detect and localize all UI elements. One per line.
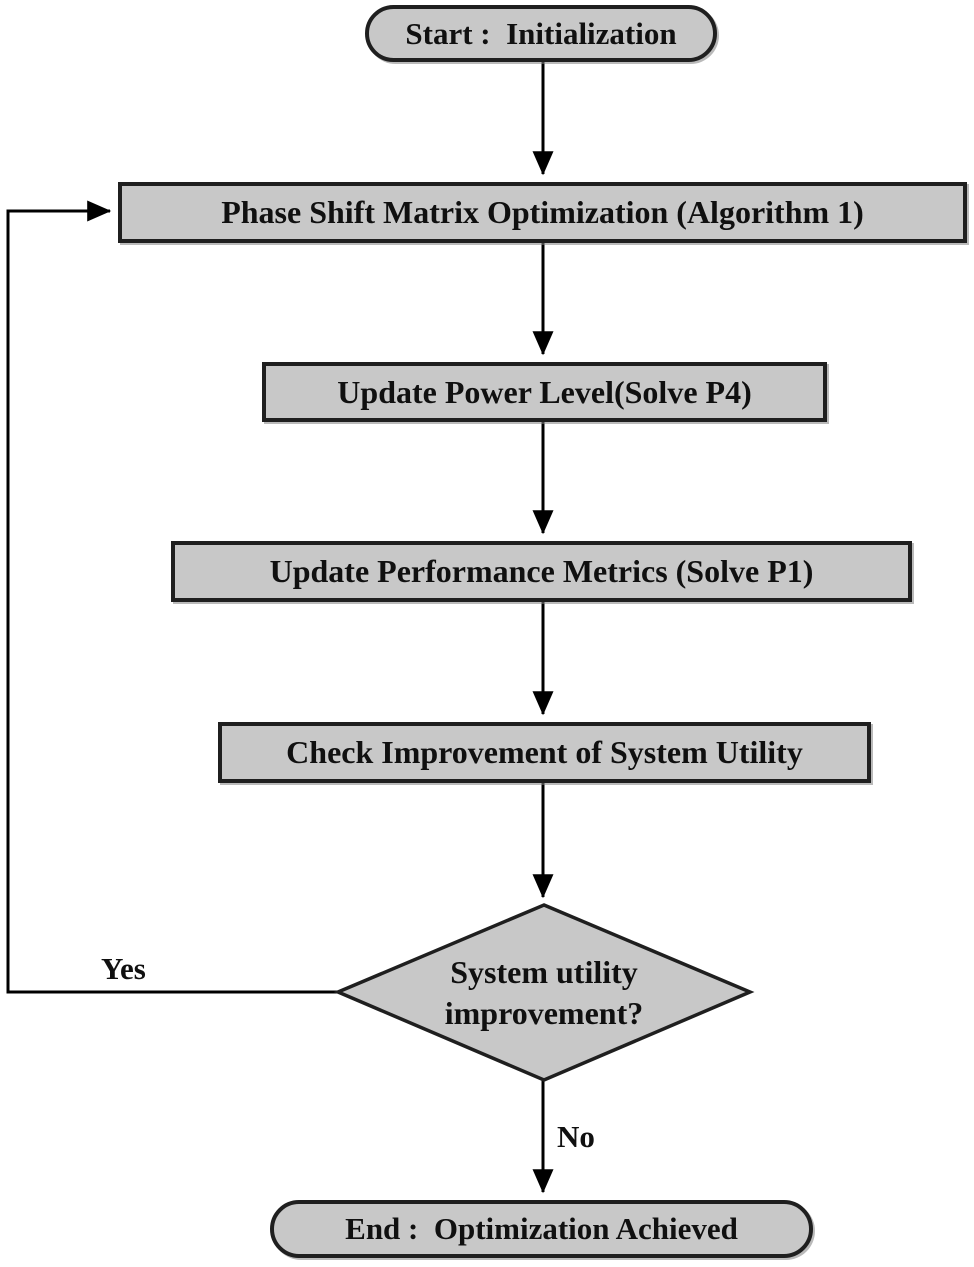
node-update-performance-metrics: Update Performance Metrics (Solve P1) bbox=[171, 541, 912, 602]
arrow-decision-to-phase-shift-yes bbox=[6, 200, 338, 994]
node-phase-shift-optimization: Phase Shift Matrix Optimization (Algorit… bbox=[118, 182, 967, 243]
node-decision-label-line1: System utility bbox=[450, 953, 638, 990]
node-update-performance-metrics-label: Update Performance Metrics (Solve P1) bbox=[269, 553, 814, 589]
node-check-system-utility-label: Check Improvement of System Utility bbox=[286, 734, 803, 770]
node-end: End : Optimization Achieved bbox=[270, 1200, 813, 1258]
node-update-power-level-label: Update Power Level(Solve P4) bbox=[337, 373, 752, 410]
node-phase-shift-optimization-label: Phase Shift Matrix Optimization (Algorit… bbox=[221, 194, 864, 230]
node-start: Start : Initialization bbox=[365, 5, 717, 62]
edge-label-yes: Yes bbox=[101, 951, 146, 986]
edge-label-no: No bbox=[557, 1119, 595, 1154]
node-start-label: Start : Initialization bbox=[405, 15, 677, 51]
node-check-system-utility: Check Improvement of System Utility bbox=[218, 722, 871, 783]
node-update-power-level: Update Power Level(Solve P4) bbox=[262, 362, 827, 422]
node-end-label: End : Optimization Achieved bbox=[345, 1211, 738, 1246]
node-decision-label-line2: improvement? bbox=[444, 994, 644, 1031]
node-decision: System utility improvement? bbox=[338, 905, 750, 1080]
node-decision-shape bbox=[333, 903, 755, 1082]
